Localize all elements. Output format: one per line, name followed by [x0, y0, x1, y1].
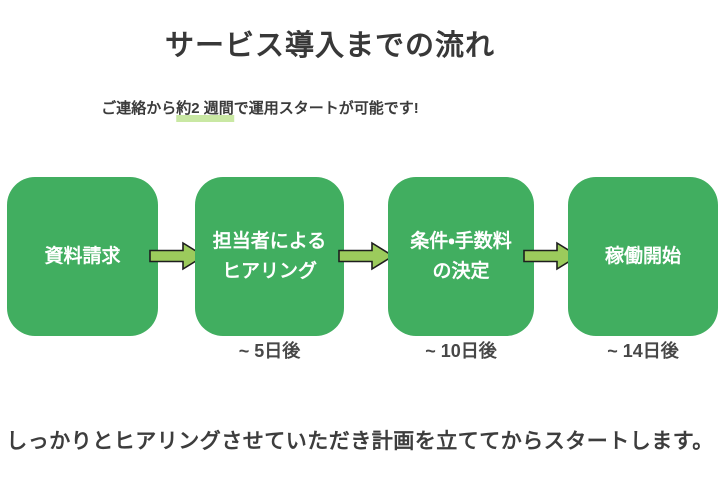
step-box-conditions-fees: 条件・手数料 の決定: [388, 177, 534, 336]
step-box-hearing: 担当者による ヒアリング: [195, 177, 344, 336]
timing-label-step4: ~ 14日後: [607, 341, 679, 361]
subtitle: ご連絡から約2 週間で運用スタートが可能です!: [101, 100, 419, 122]
step-label-line: 稼働開始: [604, 245, 681, 267]
step-box-operation-start: 稼働開始: [568, 177, 718, 336]
page-title: サービス導入までの流れ: [164, 30, 496, 62]
timing-label-step3: ~ 10日後: [425, 341, 497, 361]
step-label-line: 資料請求: [44, 245, 121, 267]
step-label-line: 条件・手数料: [410, 230, 512, 252]
subtitle-highlight: 約2 週間: [176, 100, 234, 122]
block-arrow-right-icon: [149, 241, 206, 271]
subtitle-prefix: ご連絡から: [101, 100, 177, 117]
block-arrow-right-icon: [338, 241, 395, 271]
step-box-document-request: 資料請求: [7, 177, 158, 336]
step-label: 資料請求: [44, 242, 120, 272]
step-label-line: の決定: [432, 260, 490, 282]
step-label-line: ヒアリング: [221, 260, 317, 282]
subtitle-suffix: で運用スタートが可能です!: [233, 100, 419, 117]
step-label: 稼働開始: [605, 242, 681, 272]
step-label: 条件・手数料 の決定: [410, 227, 511, 287]
timing-label-step2: ~ 5日後: [238, 341, 301, 361]
footer-note: しっかりとヒアリングさせていただき計画を立ててからスタートします。: [6, 430, 714, 453]
step-label: 担当者による ヒアリング: [213, 227, 326, 287]
step-label-line: 担当者による: [212, 230, 327, 252]
block-arrow-right-icon: [523, 241, 580, 271]
